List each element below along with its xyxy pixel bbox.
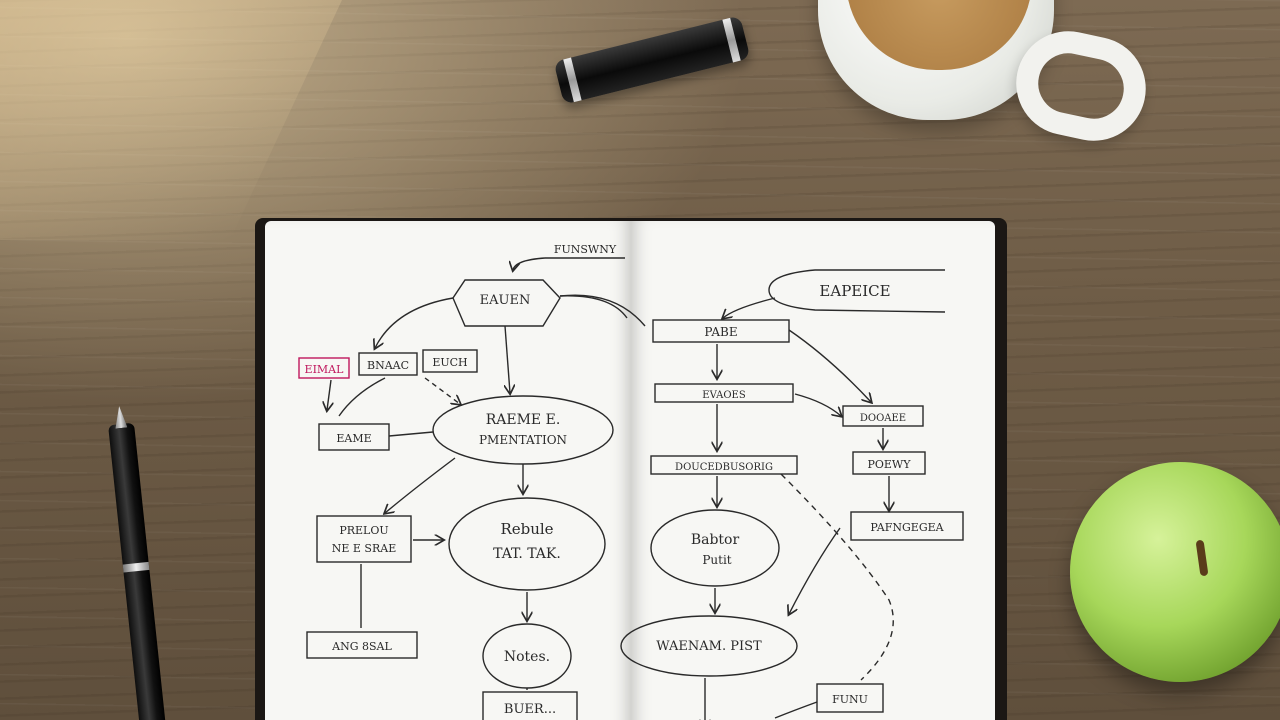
oval-1 xyxy=(650,509,780,587)
pen-band xyxy=(122,561,150,573)
center-oval-line-2: PMENTATION xyxy=(479,433,567,447)
tag-mid-label: BNAAC xyxy=(367,359,409,372)
green-apple xyxy=(1070,462,1280,682)
oval-1-line-2: Putit xyxy=(702,553,731,567)
box-3 xyxy=(650,455,798,475)
top-oval-bracket xyxy=(768,269,946,313)
flowchart-sketch: FUNSWNY EAUEN EIMAL BNAAC EUCH EAME RAEM… xyxy=(298,243,964,720)
bottom-frag-box xyxy=(482,691,578,720)
mid-oval-line-2: TAT. TAK. xyxy=(493,546,561,562)
bottom-box-right-label: FUNU xyxy=(832,693,868,706)
side-box-line-2: NE E SRAE xyxy=(332,542,396,555)
bottom-frag-label: BUER... xyxy=(504,702,556,717)
mid-oval xyxy=(448,497,606,591)
small-box xyxy=(318,423,390,451)
oval-1-line-1: Babtor xyxy=(691,532,740,548)
small-oval-label: Notes. xyxy=(504,649,550,665)
right-box-1 xyxy=(842,405,924,427)
tag-right-box xyxy=(422,349,478,373)
tag-mid-box xyxy=(358,352,418,376)
tea-liquid xyxy=(846,0,1032,70)
tag-pink-box xyxy=(298,357,350,379)
hex-node-label: EAUEN xyxy=(480,293,531,308)
right-page xyxy=(631,221,995,720)
tag-pink-label: EIMAL xyxy=(305,363,345,376)
right-box-3 xyxy=(850,511,964,541)
box-1-label: PABE xyxy=(704,325,737,339)
box-3-label: DOUCEDBUSORIG xyxy=(675,462,773,473)
cap-ring xyxy=(722,17,741,63)
small-box-label: EAME xyxy=(336,432,371,445)
tag-right-label: EUCH xyxy=(432,356,467,369)
left-diagram-shapes xyxy=(298,257,646,720)
oval-2-label: WAENAM. PIST xyxy=(656,639,762,654)
side-box xyxy=(316,515,412,563)
right-box-3-label: PAFNGEGEA xyxy=(870,521,944,534)
center-oval-line-1: RAEME E. xyxy=(486,412,561,428)
top-label: FUNSWNY xyxy=(554,243,617,256)
box-1 xyxy=(652,319,790,343)
top-oval-label: EAPEICE xyxy=(819,282,890,300)
right-box-2 xyxy=(852,451,926,475)
bottom-box-right xyxy=(816,683,884,713)
center-oval xyxy=(432,395,614,465)
oval-2 xyxy=(620,615,798,677)
mid-oval-line-1: Rebule xyxy=(500,520,553,538)
right-box-2-label: POEWY xyxy=(867,458,911,471)
side-box-line-1: PRELOU xyxy=(339,524,388,537)
bottom-box-label: ANG 8SAL xyxy=(331,640,392,653)
bottom-box xyxy=(306,631,418,659)
left-page xyxy=(265,221,631,720)
notebook: FUNSWNY EAUEN EIMAL BNAAC EUCH EAME RAEM… xyxy=(255,218,1007,720)
cap-ring xyxy=(563,57,582,103)
box-2 xyxy=(654,383,794,403)
box-2-label: EVAOES xyxy=(702,390,746,401)
right-box-1-label: DOOAEE xyxy=(860,413,906,424)
